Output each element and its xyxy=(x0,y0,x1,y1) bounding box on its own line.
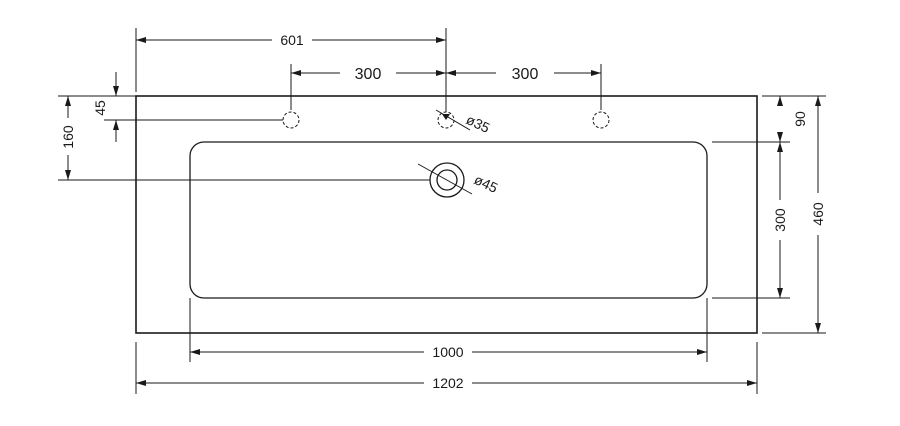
dim-label-1202: 1202 xyxy=(432,375,463,391)
dim-label-d35: ø35 xyxy=(464,111,493,136)
dim-label-300-left: 300 xyxy=(355,66,382,83)
dim-label-300-vertical: 300 xyxy=(772,208,788,232)
arrow xyxy=(777,132,783,142)
arrow xyxy=(190,349,200,355)
arrow xyxy=(697,349,707,355)
arrow xyxy=(436,37,446,43)
dim-label-460: 460 xyxy=(810,202,826,226)
leader-d45 xyxy=(417,163,473,195)
arrow xyxy=(436,70,446,76)
arrow xyxy=(747,380,757,386)
arrow xyxy=(777,142,783,152)
tap-hole-left xyxy=(282,111,300,129)
arrow xyxy=(777,288,783,298)
arrow xyxy=(815,323,821,333)
dim-label-d45: ø45 xyxy=(472,171,501,196)
tap-hole-right xyxy=(592,111,610,129)
dim-label-90: 90 xyxy=(792,111,808,127)
arrow xyxy=(65,170,71,180)
dim-label-45: 45 xyxy=(92,100,108,116)
arrow xyxy=(113,86,119,96)
arrow xyxy=(136,380,146,386)
drain-inner xyxy=(436,169,458,191)
arrow xyxy=(442,114,450,120)
dim-label-601: 601 xyxy=(280,32,304,48)
arrow xyxy=(65,96,71,106)
arrow xyxy=(591,70,601,76)
leader-d35 xyxy=(435,109,471,131)
arrow xyxy=(113,120,119,130)
arrow xyxy=(815,96,821,106)
dim-label-300-right: 300 xyxy=(512,66,539,83)
arrow xyxy=(136,37,146,43)
basin-outline xyxy=(189,141,708,299)
dim-label-1000: 1000 xyxy=(432,344,463,360)
arrow xyxy=(777,96,783,106)
arrow xyxy=(291,70,301,76)
arrow xyxy=(446,70,456,76)
dim-label-160: 160 xyxy=(60,125,76,149)
